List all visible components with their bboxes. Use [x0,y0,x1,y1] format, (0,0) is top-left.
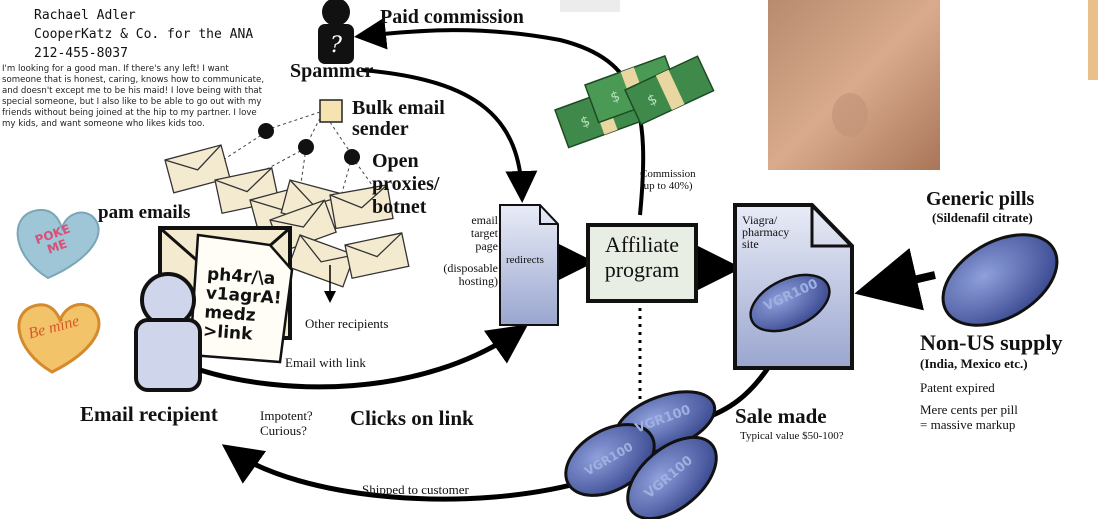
affiliate-program-box [586,223,698,303]
generic-pills-label: Generic pills [926,188,1035,210]
email-with-link-label: Email with link [285,355,366,370]
bulk-email-sender-label: Bulk email sender [352,97,445,140]
recipient-icon [134,272,202,392]
proxy-node [258,123,274,139]
contact-name: Rachael Adler [34,8,136,23]
typical-value-label: Typical value $50-100? [740,430,844,442]
redirect-page [499,204,559,326]
open-proxies-label: Open proxies/ botnet [372,150,440,218]
commission-label: Commission (up to 40%) [640,168,696,192]
big-envelope [158,226,294,364]
money-stack-icon: $ $ $ [554,54,715,149]
sildenafil-label: (Sildenafil citrate) [932,210,1033,225]
email-recipient-label: Email recipient [80,402,218,426]
sale-pills-icon [564,390,718,519]
redirects-label: redirects [506,254,544,266]
non-us-supply-label: Non-US supply [920,330,1063,355]
candy-heart-be-mine [17,303,101,374]
impotent-curious-label: Impotent? Curious? [260,408,313,438]
contact-company: CooperKatz & Co. for the ANA [34,27,254,42]
bulk-sender-icon [319,99,343,123]
spam-envelopes [164,144,410,288]
pharmacy-site-page [733,203,854,370]
countries-label: (India, Mexico etc.) [920,356,1028,371]
proxy-node [344,149,360,165]
spam-message: I'm looking for a good man. If there's a… [2,64,265,129]
patent-expired-label: Patent expired [920,380,995,395]
candy-heart-poke-me [16,208,100,280]
sale-made-label: Sale made [735,404,827,428]
markup-label: Mere cents per pill = massive markup [920,402,1018,432]
spammer-icon: ? [318,0,354,64]
spam-emails-label: pam emails [98,202,191,223]
spam-email-text: ph4r/\a v1agrA! medz >link [202,264,283,345]
email-target-page-label: email target page [470,213,498,253]
clicks-on-link-label: Clicks on link [350,406,474,430]
pharmacy-site-label: Viagra/ pharmacy site [742,213,790,251]
contact-phone: 212-455-8037 [34,46,128,61]
shipped-label: Shipped to customer [362,482,469,497]
disposable-hosting-label: (disposable hosting) [443,261,498,288]
spammer-label: Spammer [290,60,374,82]
generic-pill-icon [941,233,1059,327]
photo [768,0,940,170]
paid-commission-label: Paid commission [380,6,524,28]
proxy-node [298,139,314,155]
other-recipients-label: Other recipients [305,316,389,331]
svg-text:?: ? [330,33,342,58]
photo-edge [1088,0,1098,80]
affiliate-program-label: Affiliate program [604,232,680,282]
